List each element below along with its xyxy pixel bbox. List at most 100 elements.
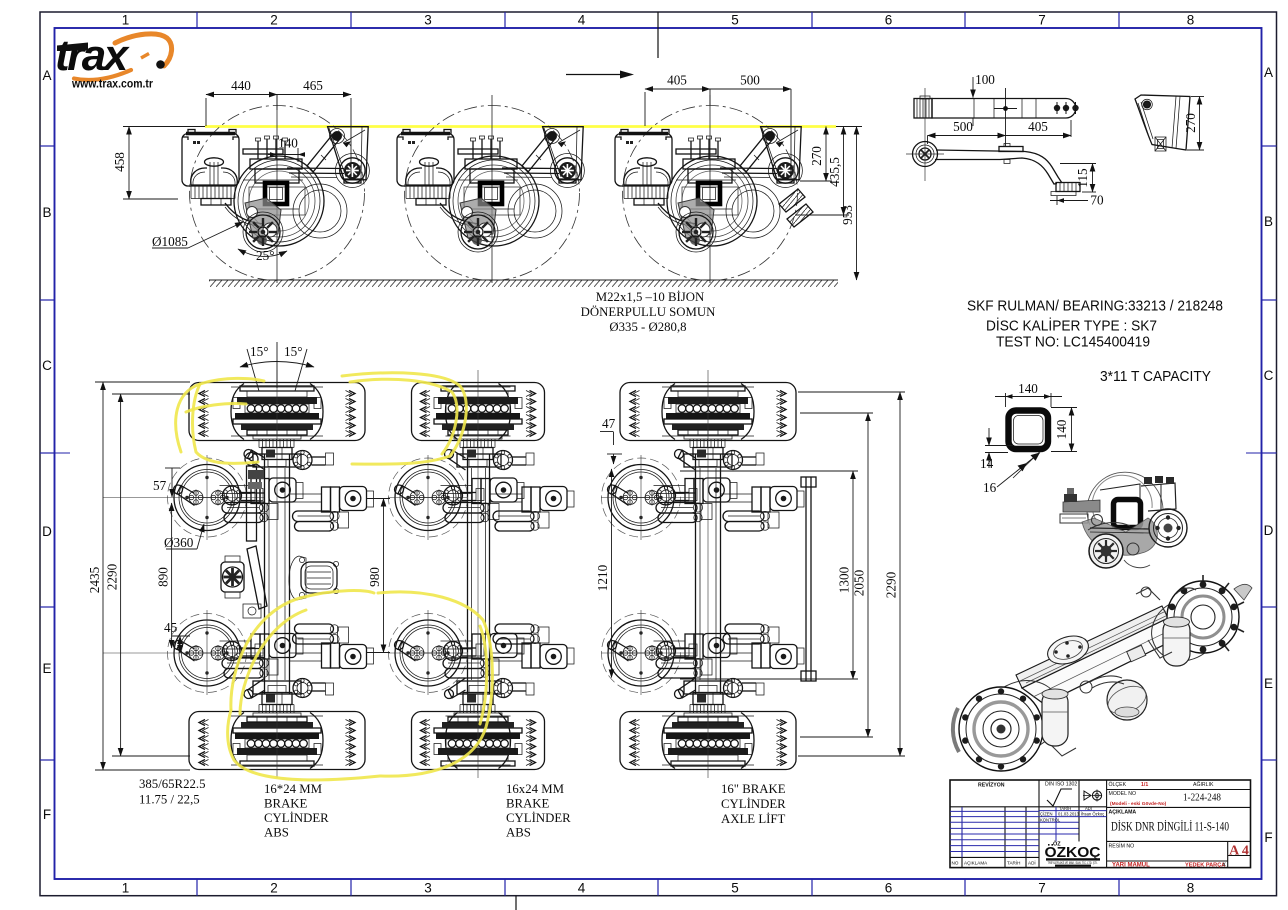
svg-text:A: A: [42, 68, 51, 83]
svg-text:F: F: [1264, 830, 1272, 845]
svg-text:385/65R22.5: 385/65R22.5: [139, 777, 205, 791]
svg-text:5: 5: [731, 881, 739, 896]
svg-text:890: 890: [156, 567, 171, 587]
svg-text:DİSC KALİPER TYPE : SK7: DİSC KALİPER TYPE : SK7: [986, 317, 1157, 335]
svg-text:270: 270: [809, 146, 824, 166]
svg-text:4: 4: [578, 881, 586, 896]
svg-text:458: 458: [112, 152, 127, 172]
svg-text:D: D: [42, 524, 52, 539]
svg-text:trax: trax: [55, 31, 130, 80]
svg-text:DİSK DNR DİNGİLİ 11-S-140: DİSK DNR DİNGİLİ 11-S-140: [1111, 820, 1229, 834]
svg-text:F: F: [43, 807, 51, 822]
svg-text:16*24 MM: 16*24 MM: [264, 782, 322, 796]
svg-text:D: D: [1264, 523, 1274, 538]
svg-text:B: B: [42, 205, 51, 220]
svg-text:CYLİNDER: CYLİNDER: [264, 811, 329, 825]
svg-text:DIN ISO 1302: DIN ISO 1302: [1045, 782, 1077, 788]
svg-text:4: 4: [578, 13, 586, 28]
svg-text:1/1: 1/1: [1141, 782, 1148, 788]
svg-text:B: B: [1264, 214, 1273, 229]
svg-text:C: C: [42, 358, 52, 373]
svg-text:İhsan Özkoç: İhsan Özkoç: [1081, 812, 1104, 817]
svg-text:NO: NO: [952, 861, 959, 866]
svg-text:DÖNERPULLU SOMUN: DÖNERPULLU SOMUN: [581, 305, 716, 319]
svg-text:YARI MAMUL: YARI MAMUL: [1112, 862, 1150, 868]
svg-text:TREYLER AKS VE MAK. SAN. TİC.: TREYLER AKS VE MAK. SAN. TİC. LTD. ŞTİ.: [1048, 860, 1098, 865]
svg-text:8: 8: [1187, 13, 1195, 28]
svg-text:ADİ: ADİ: [1028, 860, 1036, 866]
svg-text:YEDEK PARÇA: YEDEK PARÇA: [1185, 862, 1225, 868]
svg-text:(Modeli - eski Gövde-No): (Modeli - eski Gövde-No): [1110, 801, 1167, 807]
svg-text:Ø360: Ø360: [164, 535, 194, 550]
svg-text:CYLİNDER: CYLİNDER: [721, 797, 786, 811]
svg-text:1210: 1210: [595, 564, 610, 591]
svg-text:SKF RULMAN/ BEARING:33213 / 21: SKF RULMAN/ BEARING:33213 / 218248: [967, 298, 1223, 315]
svg-text:A 4: A 4: [1229, 844, 1249, 859]
svg-text:TARİH: TARİH: [1007, 860, 1020, 866]
svg-text:Ø335 - Ø280,8: Ø335 - Ø280,8: [609, 320, 686, 334]
svg-text:2435: 2435: [87, 566, 102, 593]
svg-text:15°: 15°: [250, 344, 268, 359]
svg-text:1300: 1300: [837, 566, 852, 593]
svg-text:500: 500: [953, 119, 973, 134]
svg-text:3: 3: [424, 881, 432, 896]
svg-text:MODEL NO: MODEL NO: [1109, 791, 1136, 797]
svg-text:E: E: [1264, 676, 1273, 691]
svg-text:140: 140: [1054, 419, 1069, 439]
svg-text:AXLE LİFT: AXLE LİFT: [721, 812, 786, 826]
svg-text:270: 270: [1183, 113, 1198, 133]
svg-text:ÖLÇEK: ÖLÇEK: [1109, 781, 1127, 788]
svg-text:3*11 T CAPACITY: 3*11 T CAPACITY: [1100, 368, 1211, 385]
svg-text:25°: 25°: [256, 248, 274, 263]
svg-text:Ø1085: Ø1085: [152, 234, 188, 249]
svg-text:953: 953: [840, 205, 855, 225]
svg-text:140: 140: [278, 136, 298, 151]
svg-text:M22x1,5 –10 BİJON: M22x1,5 –10 BİJON: [596, 290, 704, 304]
svg-text:BRAKE: BRAKE: [264, 797, 308, 811]
svg-text:CYLİNDER: CYLİNDER: [506, 811, 571, 825]
svg-text:16" BRAKE: 16" BRAKE: [721, 782, 786, 796]
svg-text:ABS: ABS: [506, 826, 531, 840]
svg-text:440: 440: [231, 78, 251, 93]
svg-text:6: 6: [885, 881, 893, 896]
svg-text:16x24 MM: 16x24 MM: [506, 782, 564, 796]
svg-text:14: 14: [980, 456, 994, 471]
svg-text:REVİZYON: REVİZYON: [978, 782, 1005, 789]
svg-text:2: 2: [270, 13, 278, 28]
svg-text:1: 1: [122, 13, 130, 28]
svg-text:3: 3: [424, 13, 432, 28]
svg-text:100: 100: [975, 72, 995, 87]
svg-text:www.trax.com.tr: www.trax.com.tr: [71, 77, 153, 91]
svg-text:2290: 2290: [105, 563, 120, 590]
svg-text:ÖZ: ÖZ: [1053, 841, 1061, 848]
svg-text:405: 405: [1028, 119, 1048, 134]
svg-text:140: 140: [1018, 381, 1038, 396]
svg-text:8: 8: [1187, 881, 1195, 896]
svg-text:57: 57: [153, 478, 167, 493]
svg-text:RESİM NO: RESİM NO: [1109, 843, 1135, 850]
svg-text:11.75 / 22,5: 11.75 / 22,5: [139, 793, 200, 807]
svg-text:C: C: [1264, 368, 1274, 383]
svg-text:BRAKE: BRAKE: [506, 797, 550, 811]
svg-text:x: x: [1223, 861, 1227, 868]
svg-text:2: 2: [270, 881, 278, 896]
svg-text:16: 16: [983, 480, 997, 495]
svg-text:1: 1: [122, 881, 130, 896]
svg-text:45: 45: [164, 620, 178, 635]
svg-text:465: 465: [303, 78, 323, 93]
svg-text:01.03.2013: 01.03.2013: [1058, 812, 1080, 817]
svg-text:47: 47: [602, 416, 616, 431]
svg-text:KONTROL: KONTROL: [1040, 818, 1061, 823]
svg-text:500: 500: [740, 73, 760, 88]
svg-text:15°: 15°: [284, 344, 302, 359]
svg-text:TEST NO: LC145400419: TEST NO: LC145400419: [996, 334, 1150, 351]
svg-text:AĞIRLIK: AĞIRLIK: [1193, 781, 1214, 788]
svg-text:AÇIKLAMA: AÇIKLAMA: [964, 861, 988, 866]
svg-text:A: A: [1264, 65, 1273, 80]
svg-text:E: E: [42, 661, 51, 676]
svg-text:435,5: 435,5: [827, 157, 842, 187]
svg-text:980: 980: [367, 567, 382, 587]
svg-text:70: 70: [1090, 193, 1104, 208]
svg-text:ÖZKOÇ: ÖZKOÇ: [1045, 844, 1102, 861]
svg-text:5: 5: [731, 13, 739, 28]
